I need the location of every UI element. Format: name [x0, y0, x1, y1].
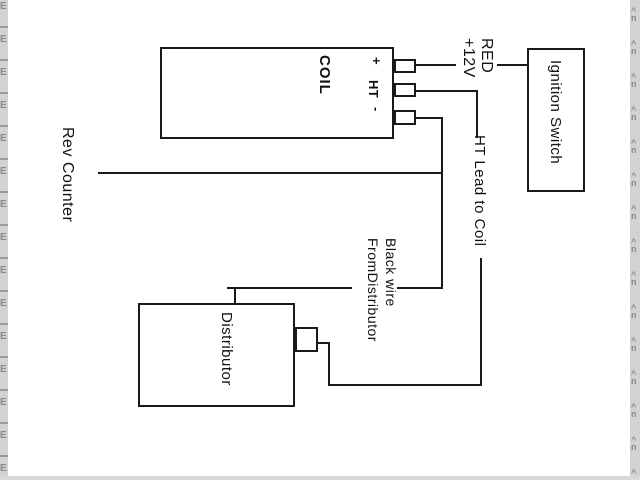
- ignition-switch-box: [527, 48, 585, 192]
- edge-mark: [0, 455, 8, 457]
- wire-black-right-segment: [397, 287, 443, 289]
- wire-ht-vertical-upper: [476, 90, 478, 138]
- wire-rev-counter: [98, 172, 443, 174]
- distributor-connector: [295, 327, 318, 352]
- edge-mark: [0, 224, 8, 226]
- edge-mark: [0, 290, 8, 292]
- wire-plus-right-segment: [497, 64, 527, 66]
- ignition-switch-label: Ignition Switch: [547, 60, 564, 165]
- edge-mark: E: [0, 463, 7, 474]
- edge-mark: ^ n: [631, 270, 637, 287]
- rev-counter-label: Rev Counter: [59, 127, 76, 223]
- wire-plus-left-segment: [416, 64, 456, 66]
- page-edge-left-strip: E E E E E E E E E E E E E E E: [0, 0, 8, 480]
- edge-mark: [0, 356, 8, 358]
- edge-mark: [0, 323, 8, 325]
- edge-mark: E: [0, 1, 7, 12]
- wire-ht-vertical-lower: [480, 258, 482, 386]
- edge-mark: ^ n: [631, 336, 637, 353]
- edge-mark: [0, 125, 8, 127]
- edge-mark: E: [0, 232, 7, 243]
- coil-plus-connector: [394, 59, 416, 73]
- edge-mark: [0, 389, 8, 391]
- edge-mark: [0, 92, 8, 94]
- edge-mark: [0, 257, 8, 259]
- edge-mark: E: [0, 67, 7, 78]
- coil-terminal-minus-label: -: [369, 107, 384, 112]
- edge-mark: E: [0, 298, 7, 309]
- page-edge-bottom-strip: [0, 476, 640, 480]
- wire-ht-bottom-horizontal: [329, 384, 482, 386]
- wire-minus-vertical: [441, 117, 443, 289]
- wire-ht-horizontal: [416, 90, 477, 92]
- edge-mark: ^ n: [631, 6, 637, 23]
- wire-distributor-top-stub: [234, 287, 236, 304]
- red-12v-label: RED +12V: [460, 38, 495, 78]
- wire-black-left-segment: [227, 287, 352, 289]
- edge-mark: E: [0, 430, 7, 441]
- edge-mark: ^ n: [631, 435, 637, 452]
- page-edge-right-strip: ^ n ^ n ^ n ^ n ^ n ^ n ^ n ^ n ^ n ^ n ^ n ^ n ^ n ^…: [630, 0, 640, 480]
- edge-mark: ^ n: [631, 369, 637, 386]
- coil-terminal-plus-label: +: [369, 57, 384, 66]
- edge-mark: [0, 26, 8, 28]
- edge-mark: ^ n: [631, 72, 637, 89]
- coil-terminal-ht-label: HT: [366, 80, 381, 99]
- distributor-box: [138, 303, 295, 407]
- edge-mark: E: [0, 331, 7, 342]
- coil-label: COIL: [316, 55, 333, 95]
- edge-mark: ^ n: [631, 402, 637, 419]
- edge-mark: E: [0, 34, 7, 45]
- edge-mark: [0, 422, 8, 424]
- edge-mark: E: [0, 166, 7, 177]
- edge-mark: ^ n: [631, 39, 637, 56]
- edge-mark: E: [0, 364, 7, 375]
- black-wire-label: Black wire FromDistributor: [365, 238, 399, 342]
- wire-minus-horizontal: [415, 117, 443, 119]
- edge-mark: ^ n: [631, 138, 637, 155]
- edge-mark: [0, 158, 8, 160]
- edge-mark: [0, 59, 8, 61]
- wire-distributor-connector-vertical: [328, 343, 330, 386]
- edge-mark: E: [0, 397, 7, 408]
- edge-mark: ^ n: [631, 237, 637, 254]
- ht-lead-label: HT Lead to Coil: [471, 135, 488, 247]
- edge-mark: [0, 191, 8, 193]
- edge-mark: E: [0, 199, 7, 210]
- coil-ht-connector: [394, 83, 416, 97]
- distributor-label: Distributor: [218, 312, 235, 386]
- edge-mark: ^ n: [631, 171, 637, 188]
- edge-mark: ^ n: [631, 105, 637, 122]
- coil-box: [160, 47, 394, 139]
- coil-minus-connector: [394, 110, 416, 125]
- edge-mark: E: [0, 100, 7, 111]
- wire-distributor-connector-stub: [317, 342, 330, 344]
- edge-mark: ^ n: [631, 204, 637, 221]
- edge-mark: E: [0, 265, 7, 276]
- edge-mark: ^ n: [631, 303, 637, 320]
- edge-mark: E: [0, 133, 7, 144]
